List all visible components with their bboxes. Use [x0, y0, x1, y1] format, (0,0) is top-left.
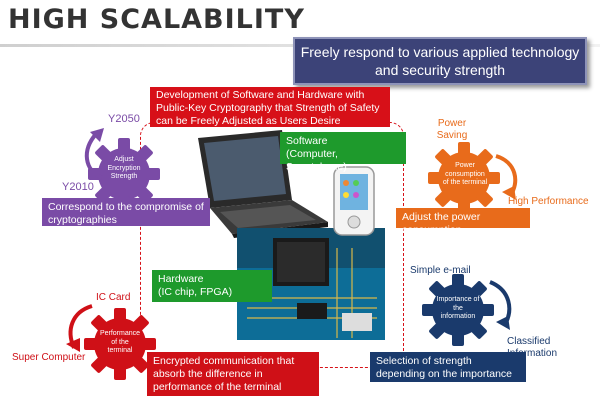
laptop-icon	[198, 130, 328, 238]
encryption-bottom-label: Y2010	[62, 181, 94, 193]
top-description-box: Development of Software and Hardware wit…	[150, 87, 390, 127]
encryption-caption-box: Correspond to the compromise of cryptogr…	[42, 198, 210, 226]
smartphone-icon	[333, 166, 375, 236]
information-top-label: Simple e-mail	[410, 265, 471, 276]
terminal-arrow-icon	[66, 304, 93, 352]
software-box: Software (Computer, Smartphone)	[280, 132, 406, 173]
power-gear-icon	[428, 142, 500, 214]
power-caption-box: Adjust the power consumption	[396, 208, 530, 236]
encryption-gear-label: Adjust Encryption Strength	[107, 156, 141, 180]
information-gear-icon	[422, 274, 494, 346]
information-caption-box: Selection of strength depending on the i…	[370, 352, 526, 393]
information-bottom-label: Classified Information	[507, 336, 558, 359]
terminal-gear-label: Performance of the terminal	[99, 330, 141, 354]
power-bottom-label: High Performance	[508, 196, 589, 207]
information-gear-label: Importance of the information	[436, 296, 480, 320]
terminal-top-label: IC Card	[96, 292, 131, 303]
terminal-caption-box: Encrypted communication that absorb the …	[147, 352, 319, 396]
terminal-bottom-label: Super Computer	[12, 352, 86, 363]
power-gear-label: Power consumption of the terminal	[442, 162, 488, 186]
information-arrow-icon	[489, 280, 512, 330]
banner-text: Freely respond to various applied techno…	[300, 44, 580, 78]
encryption-arrow-icon	[85, 128, 104, 180]
encryption-top-label: Y2050	[108, 113, 140, 125]
banner: Freely respond to various applied techno…	[293, 37, 587, 85]
power-top-label: Power Saving	[436, 118, 468, 141]
page-title: HIGH SCALABILITY	[8, 4, 305, 35]
power-arrow-icon	[495, 154, 518, 200]
hardware-box: Hardware (IC chip, FPGA)	[152, 270, 272, 302]
terminal-gear-icon	[84, 308, 156, 380]
